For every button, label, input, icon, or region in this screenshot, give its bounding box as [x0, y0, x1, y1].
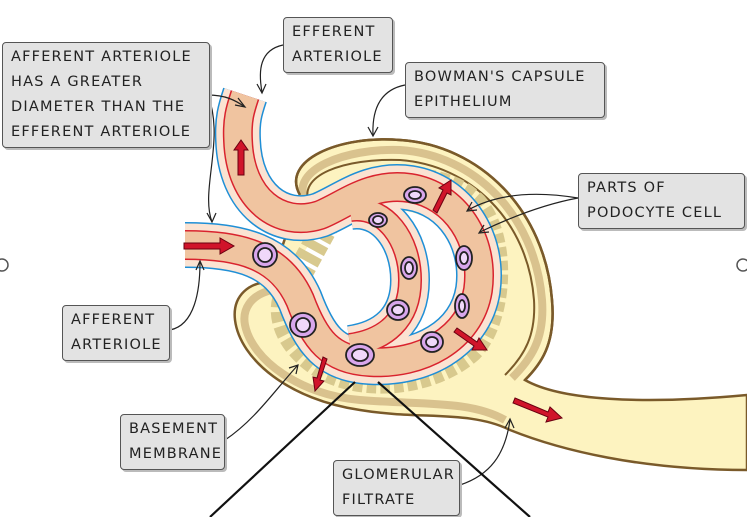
blood-cell [252, 242, 278, 268]
blood-cells [252, 186, 473, 367]
arrow-icon [512, 397, 564, 423]
blood-cell [455, 245, 473, 271]
arrow-icon [312, 356, 328, 393]
label-efferent-arteriole: EFFERENT ARTERIOLE [283, 17, 393, 73]
blood-cell [420, 331, 444, 353]
blood-cell [403, 186, 427, 204]
flow-arrows [183, 139, 564, 423]
blood-cell [400, 256, 418, 280]
label-bowmans-capsule: BOWMAN'S CAPSULE EPITHELIUM [405, 62, 605, 118]
blood-cell [345, 343, 375, 367]
arrow-icon [233, 139, 249, 176]
arrow-icon [183, 237, 236, 255]
label-basement-membrane: BASEMENT MEMBRANE [120, 414, 225, 470]
resize-handles[interactable] [0, 258, 747, 272]
label-glomerular-filtrate: GLOMERULAR FILTRATE [333, 460, 460, 516]
blood-cell [454, 293, 470, 319]
blood-cell [368, 212, 388, 228]
arrow-icon [432, 179, 452, 214]
label-afferent-arteriole: AFFERENT ARTERIOLE [62, 305, 170, 361]
blood-cell [289, 312, 317, 338]
pointer-arrows [169, 44, 579, 486]
blood-cell [386, 299, 410, 321]
left-resize-handle [0, 258, 9, 272]
right-resize-handle [736, 258, 747, 272]
arrow-icon [453, 327, 488, 351]
zoom-lines [209, 381, 531, 517]
label-afferent-note: AFFERENT ARTERIOLE HAS A GREATER DIAMETE… [2, 42, 210, 148]
label-podocyte: PARTS OF PODOCYTE CELL [578, 173, 745, 229]
